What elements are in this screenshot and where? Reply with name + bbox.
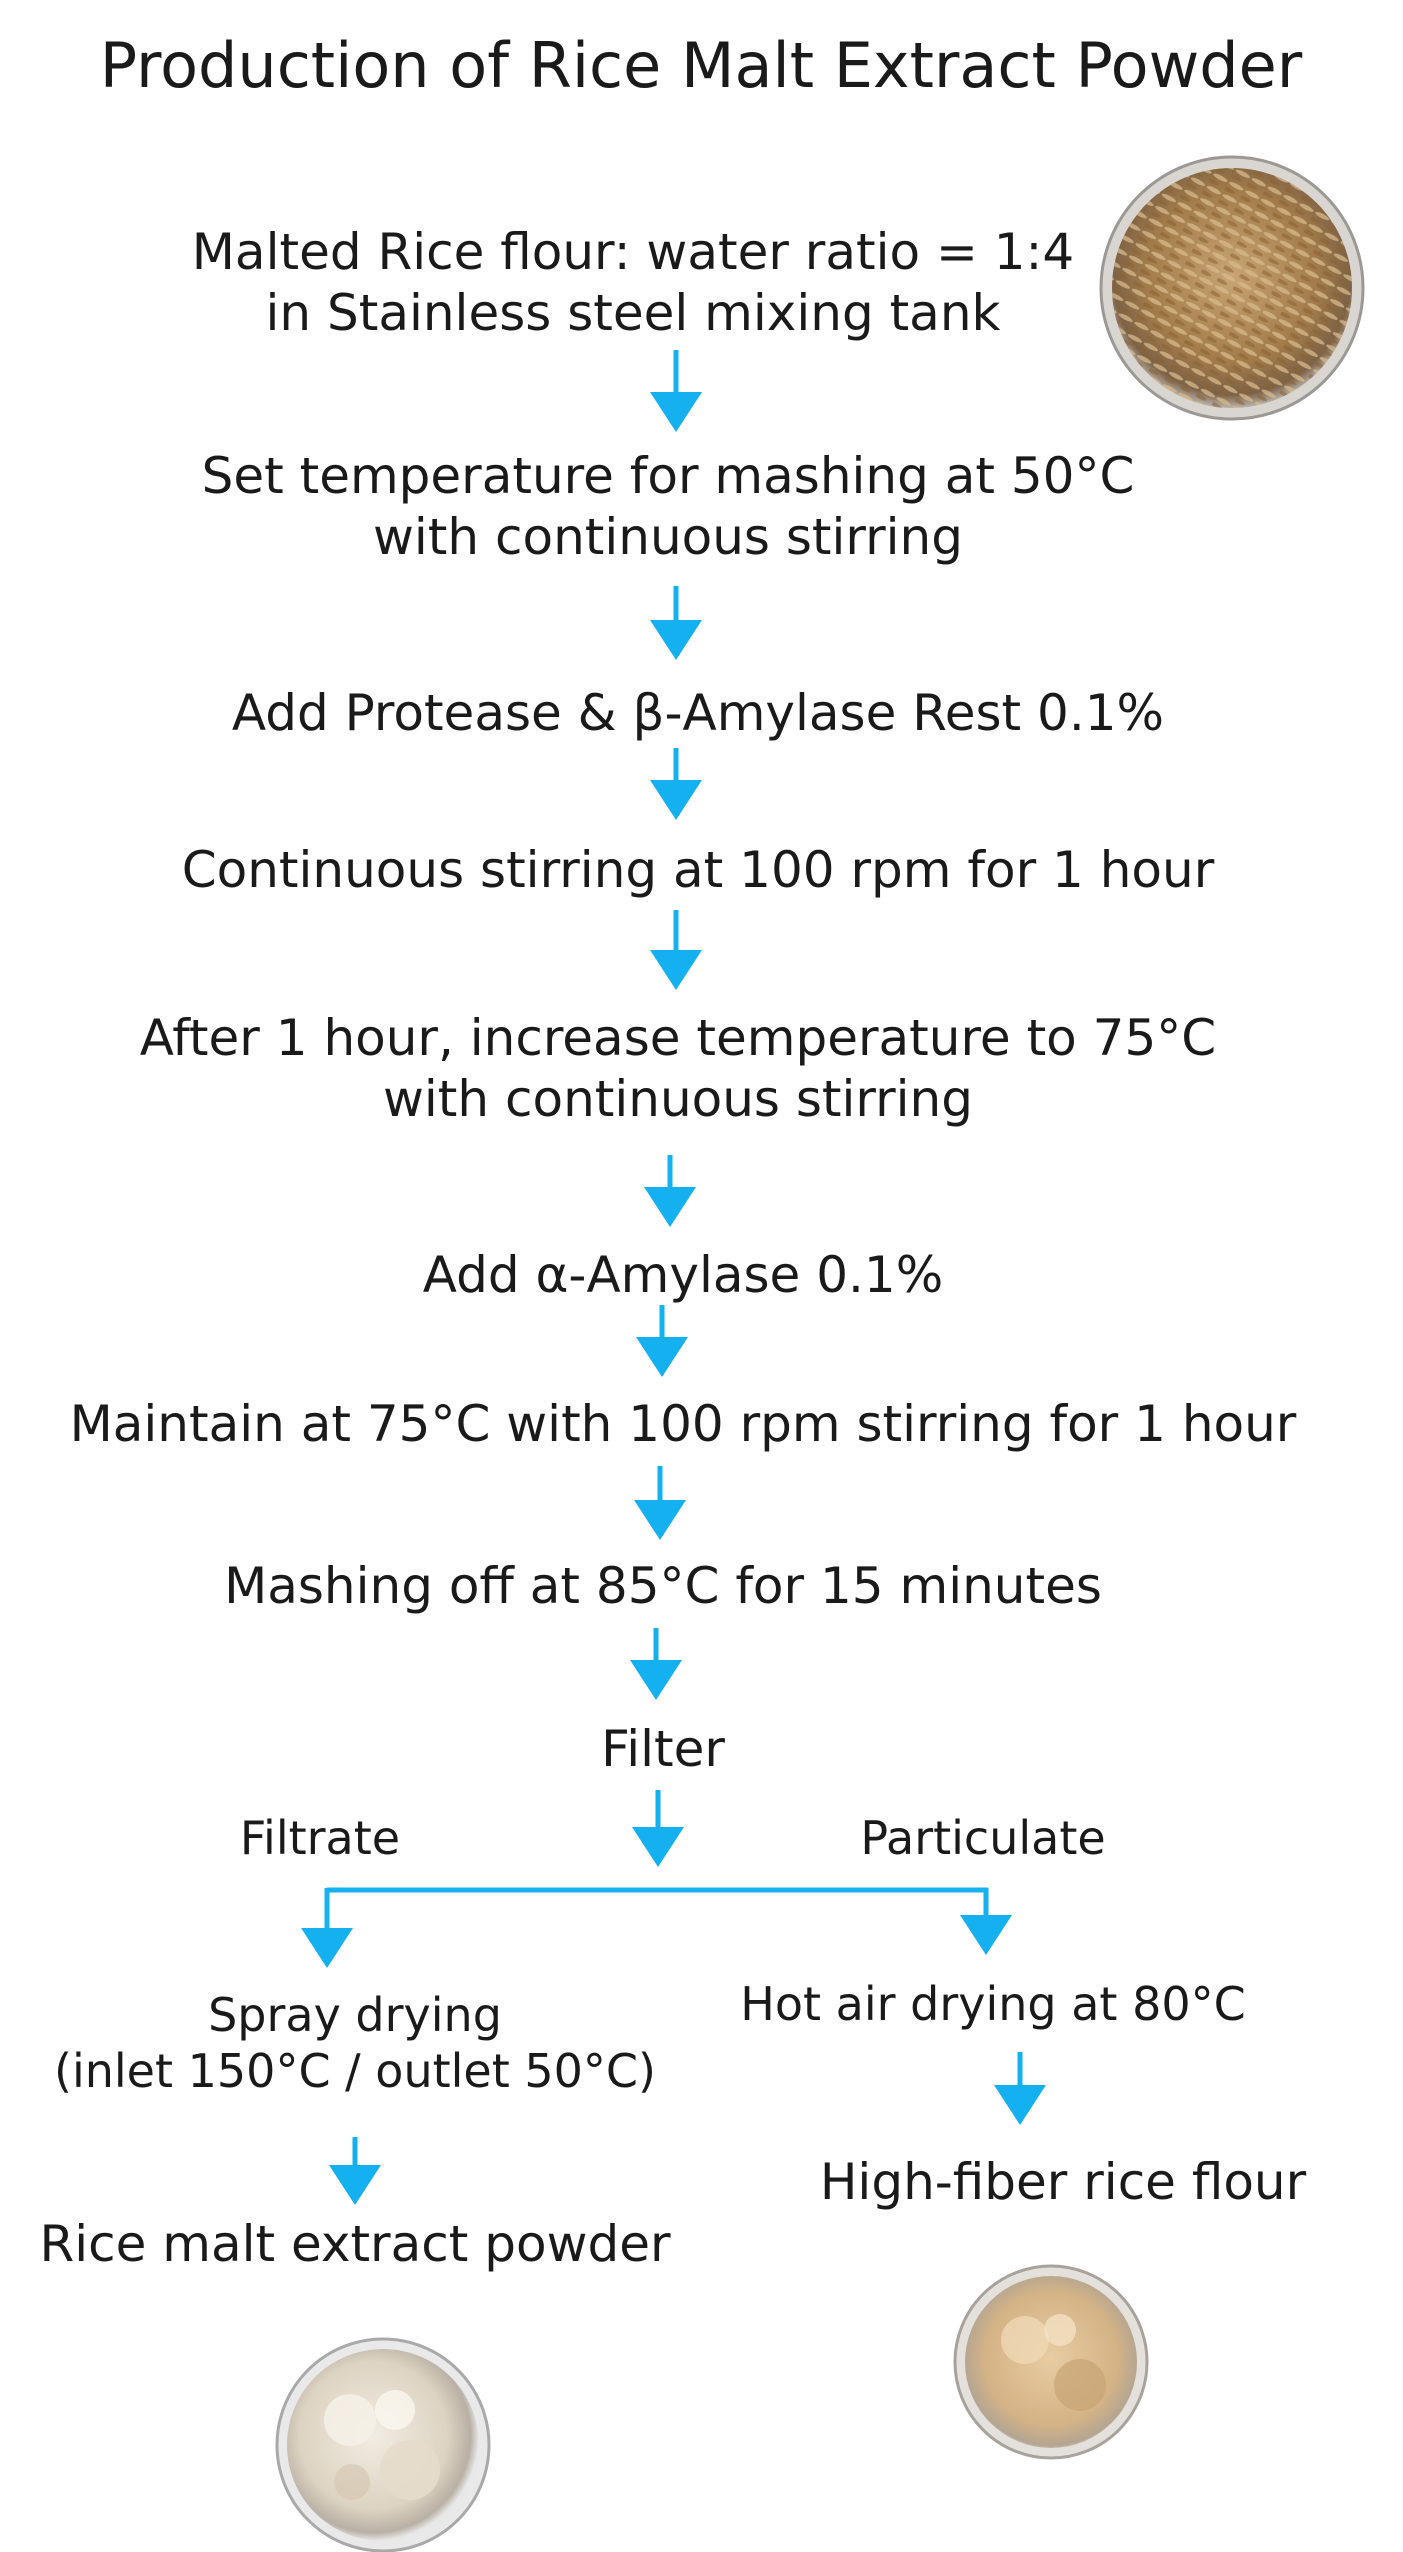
diagram-title: Production of Rice Malt Extract Powder bbox=[99, 29, 1303, 102]
step-spray-drying-line-1: Spray drying bbox=[208, 1988, 502, 2042]
step-mixing: Malted Rice flour: water ratio = 1:4 in … bbox=[192, 222, 1074, 344]
step-mashing-off: Mashing off at 85°C for 15 minutes bbox=[224, 1557, 1102, 1615]
arrow-5 bbox=[644, 1155, 696, 1227]
step-add-protease: Add Protease & β-Amylase Rest 0.1% bbox=[231, 684, 1165, 742]
arrow-1 bbox=[650, 350, 702, 432]
step-increase-temperature-line-1: After 1 hour, increase temperature to 75… bbox=[139, 1009, 1217, 1067]
step-increase-temperature-line-2: with continuous stirring bbox=[383, 1070, 973, 1128]
step-filter: Filter bbox=[601, 1720, 725, 1778]
malted-rice-grains-photo bbox=[1099, 155, 1365, 421]
step-mixing-line-1: Malted Rice flour: water ratio = 1:4 bbox=[191, 223, 1075, 281]
branch-label-particulate: Particulate bbox=[860, 1811, 1106, 1865]
step-hot-air-drying: Hot air drying at 80°C bbox=[740, 1977, 1246, 2031]
arrow-spray-to-powder bbox=[329, 2137, 381, 2205]
step-maintain-75c: Maintain at 75°C with 100 rpm stirring f… bbox=[69, 1395, 1297, 1453]
high-fiber-rice-flour-photo bbox=[953, 2264, 1149, 2460]
arrow-hot-air-to-flour bbox=[994, 2052, 1046, 2125]
arrow-6 bbox=[636, 1305, 688, 1377]
product-high-fiber-rice-flour: High-fiber rice flour bbox=[819, 2153, 1307, 2211]
step-mashing-temperature: Set temperature for mashing at 50°C with… bbox=[202, 446, 1135, 568]
step-mashing-temperature-line-1: Set temperature for mashing at 50°C bbox=[201, 447, 1135, 505]
arrow-7 bbox=[634, 1466, 686, 1540]
arrow-3 bbox=[650, 748, 702, 820]
arrow-9 bbox=[632, 1790, 684, 1867]
branch-label-filtrate: Filtrate bbox=[239, 1811, 401, 1865]
step-add-alpha-amylase: Add α-Amylase 0.1% bbox=[422, 1246, 944, 1304]
rice-malt-extract-powder-photo bbox=[275, 2337, 491, 2552]
step-continuous-stirring: Continuous stirring at 100 rpm for 1 hou… bbox=[181, 841, 1215, 899]
step-mashing-temperature-line-2: with continuous stirring bbox=[373, 508, 963, 566]
step-spray-drying-line-2: (inlet 150°C / outlet 50°C) bbox=[54, 2044, 656, 2099]
step-mixing-line-2: in Stainless steel mixing tank bbox=[265, 284, 1001, 342]
product-rice-malt-extract-powder: Rice malt extract powder bbox=[39, 2215, 671, 2273]
arrow-8 bbox=[630, 1628, 682, 1700]
branch-connector bbox=[301, 1887, 1012, 1968]
arrow-4 bbox=[650, 910, 702, 990]
arrow-2 bbox=[650, 586, 702, 660]
step-spray-drying: Spray drying (inlet 150°C / outlet 50°C) bbox=[54, 1987, 656, 2099]
step-increase-temperature: After 1 hour, increase temperature to 75… bbox=[140, 1008, 1216, 1130]
